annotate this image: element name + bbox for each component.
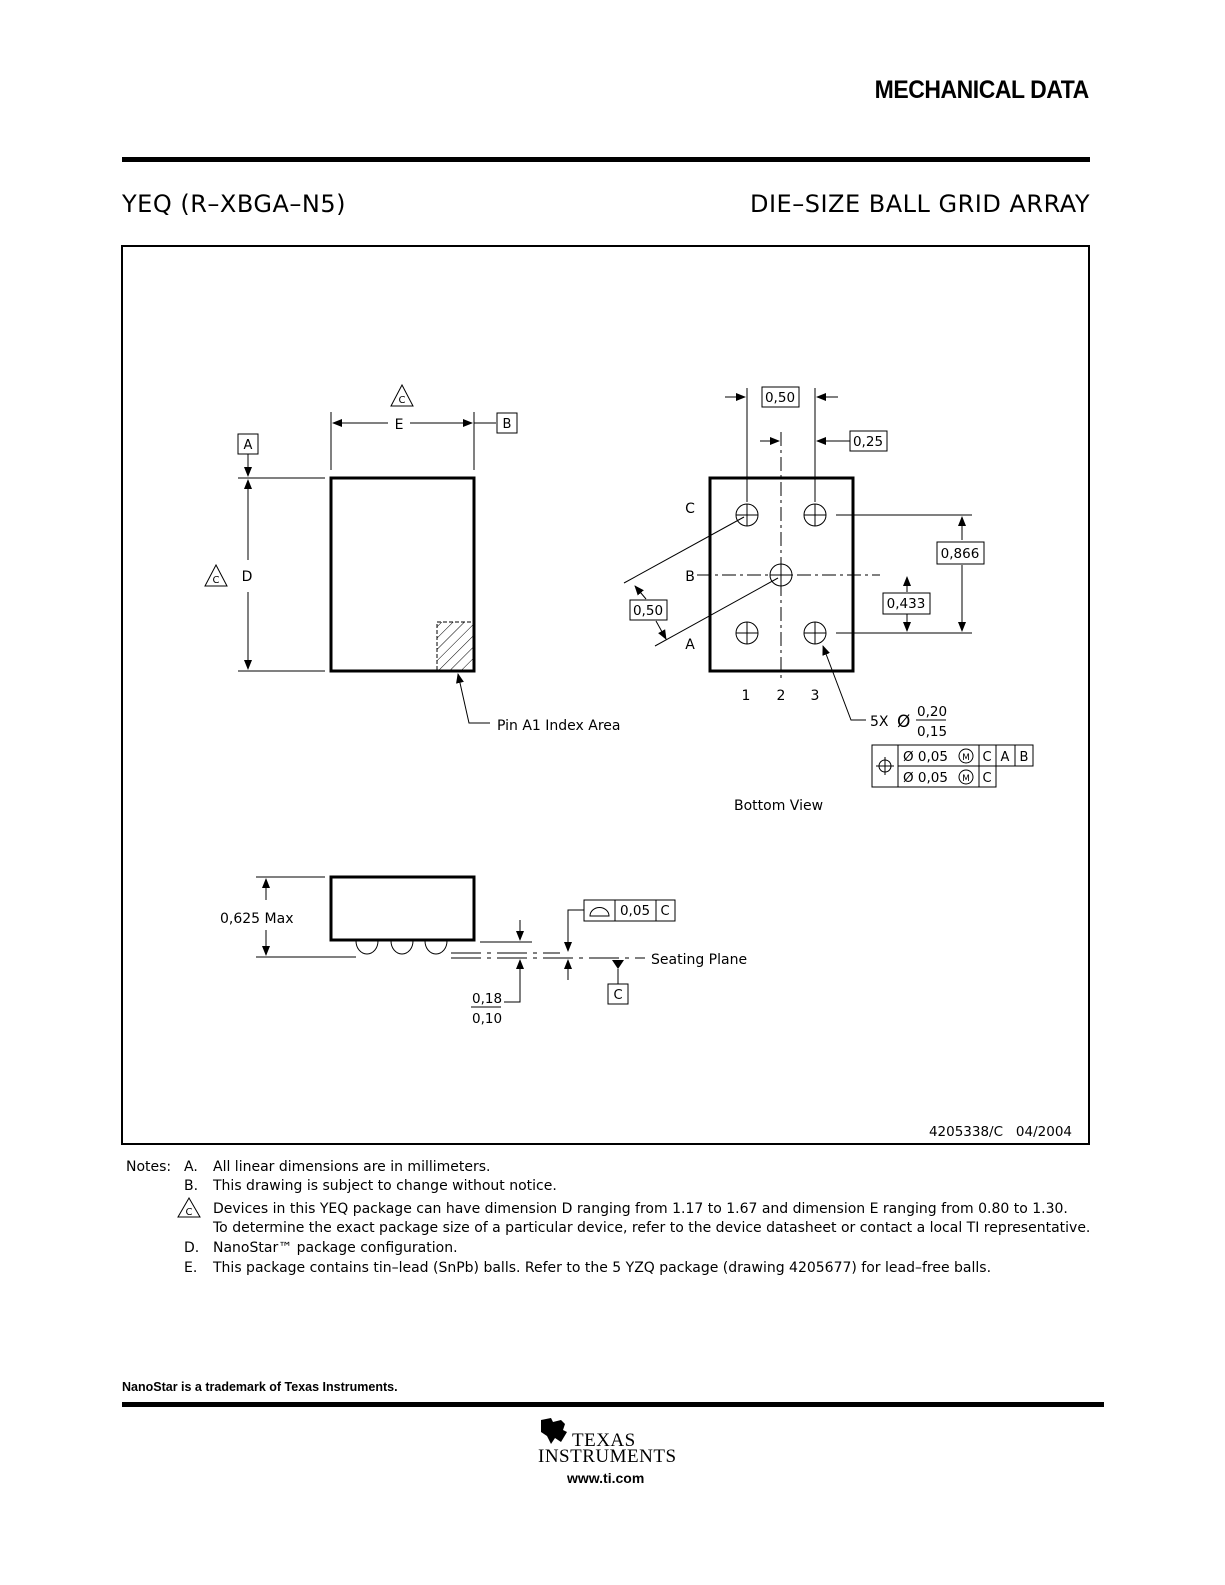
package-type: DIE–SIZE BALL GRID ARRAY — [750, 190, 1090, 218]
tol-row1-value: Ø 0,05 — [903, 749, 948, 765]
ball-a1 — [735, 621, 759, 645]
height-max-label: 0,625 Max — [220, 911, 293, 927]
notes-heading: Notes: — [126, 1159, 172, 1175]
note-c-flag-e-label: C — [399, 395, 406, 406]
bottom-view-label: Bottom View — [734, 798, 823, 814]
ball-side-1 — [355, 940, 379, 955]
coplanarity-value: 0,05 — [620, 903, 650, 919]
page-title: MECHANICAL DATA — [874, 76, 1090, 104]
tol-row2-value: Ø 0,05 — [903, 770, 948, 786]
note-a-text: All linear dimensions are in millimeters… — [213, 1159, 491, 1175]
dim-d-label: D — [242, 569, 253, 585]
tol-row1-datum-1: C — [982, 750, 991, 765]
datum-b-box — [496, 412, 518, 434]
pin-a1-index-area — [436, 621, 474, 671]
pitch-diag-label: 0,50 — [633, 603, 663, 619]
note-b-text: This drawing is subject to change withou… — [213, 1178, 557, 1194]
ti-logo-text-1: TEXAS — [572, 1430, 636, 1451]
tol-row1-modifier: M — [962, 753, 970, 763]
ball-c1 — [735, 503, 759, 527]
ti-url[interactable]: www.ti.com — [567, 1470, 645, 1486]
standoff-max: 0,18 — [472, 991, 502, 1007]
ball-c3 — [803, 503, 827, 527]
pitch-y-box — [936, 541, 985, 565]
half-pitch-y-label: 0,433 — [887, 596, 926, 612]
pitch-x-label: 0,50 — [765, 390, 795, 406]
dim-e-label: E — [395, 417, 404, 433]
pitch-y-label: 0,866 — [941, 546, 980, 562]
coplanarity-datum: C — [660, 904, 669, 919]
drawing-number: 4205338/C 04/2004 — [929, 1124, 1072, 1140]
note-c-flag-e — [390, 383, 414, 407]
package-code: YEQ (R–XBGA–N5) — [122, 190, 346, 218]
note-e-text: This package contains tin–lead (SnPb) ba… — [213, 1260, 992, 1276]
tol-row2-modifier: M — [962, 774, 970, 784]
note-c-text: Devices in this YEQ package can have dim… — [213, 1201, 1068, 1217]
note-c-continuation: To determine the exact package size of a… — [213, 1220, 1091, 1236]
half-pitch-y-box — [882, 592, 931, 615]
side-view: 0,625 Max Seating Plane 0,18 0,10 0,05 C… — [220, 875, 747, 1027]
ball-count-label: 5X — [870, 714, 889, 730]
row-label-c: C — [685, 501, 695, 517]
pitch-diag-box — [629, 599, 668, 621]
note-d-marker: D. — [184, 1240, 200, 1256]
coplanarity-frame: 0,05 C — [583, 899, 676, 922]
ball-side-2 — [390, 940, 414, 955]
ball-side-3 — [424, 940, 448, 955]
top-view: E B C D C A Pin A1 Index Area — [204, 383, 621, 734]
row-label-b: B — [685, 569, 695, 585]
package-outline — [329, 476, 476, 673]
svg-text:ti: ti — [548, 1425, 557, 1438]
drawing-frame — [121, 245, 1090, 1145]
pin-a1-label: Pin A1 Index Area — [497, 718, 621, 734]
tol-row2-datum-1: C — [982, 771, 991, 786]
datum-c-box — [607, 983, 629, 1005]
row-label-a: A — [685, 637, 695, 653]
note-c-flag-d-label: C — [213, 575, 220, 586]
mechanical-drawing: E B C D C A Pin A1 Index Area C — [121, 245, 1090, 1145]
feature-control-frame: Ø 0,05 M C A B Ø 0,05 M C — [871, 744, 1034, 788]
note-c-flag-d — [204, 563, 228, 587]
datum-b-label: B — [503, 417, 512, 432]
ball-b2 — [769, 563, 793, 587]
note-a-marker: A. — [184, 1159, 198, 1175]
footer-rule — [122, 1402, 1104, 1407]
ti-logo-text-2: INSTRUMENTS — [538, 1446, 677, 1467]
half-pitch-x-label: 0,25 — [853, 434, 883, 450]
ball-dia-max: 0,20 — [917, 704, 947, 720]
col-label-1: 1 — [742, 688, 751, 704]
tol-row1-datum-3: B — [1020, 750, 1029, 765]
seating-plane-label: Seating Plane — [651, 952, 747, 968]
ball-dia-min: 0,15 — [917, 724, 947, 740]
note-b-marker: B. — [184, 1178, 199, 1194]
profile-surface-icon — [589, 907, 610, 917]
col-label-2: 2 — [777, 688, 786, 704]
datum-c-triangle — [612, 960, 624, 969]
half-pitch-x-box — [849, 430, 888, 452]
pitch-x-box — [761, 386, 800, 408]
tol-row1-datum-2: A — [1001, 750, 1010, 765]
note-c-flag: C — [177, 1197, 201, 1218]
ball-dia-symbol: Ø — [897, 712, 910, 732]
header-rule — [122, 157, 1090, 162]
ball-a3 — [803, 621, 827, 645]
note-c-marker: C — [186, 1207, 193, 1218]
datum-c-label: C — [613, 988, 622, 1003]
col-label-3: 3 — [811, 688, 820, 704]
standoff-min: 0,10 — [472, 1011, 502, 1027]
note-d-text: NanoStar™ package configuration. — [213, 1240, 458, 1256]
note-e-marker: E. — [184, 1260, 198, 1276]
package-side — [329, 875, 476, 942]
ti-logo-icon: ti — [541, 1418, 567, 1444]
datum-a-label: A — [244, 438, 253, 453]
trademark-note: NanoStar is a trademark of Texas Instrum… — [122, 1380, 398, 1394]
bottom-view: C B A 1 2 3 0,50 0,25 0,50 0,866 — [623, 386, 1034, 814]
